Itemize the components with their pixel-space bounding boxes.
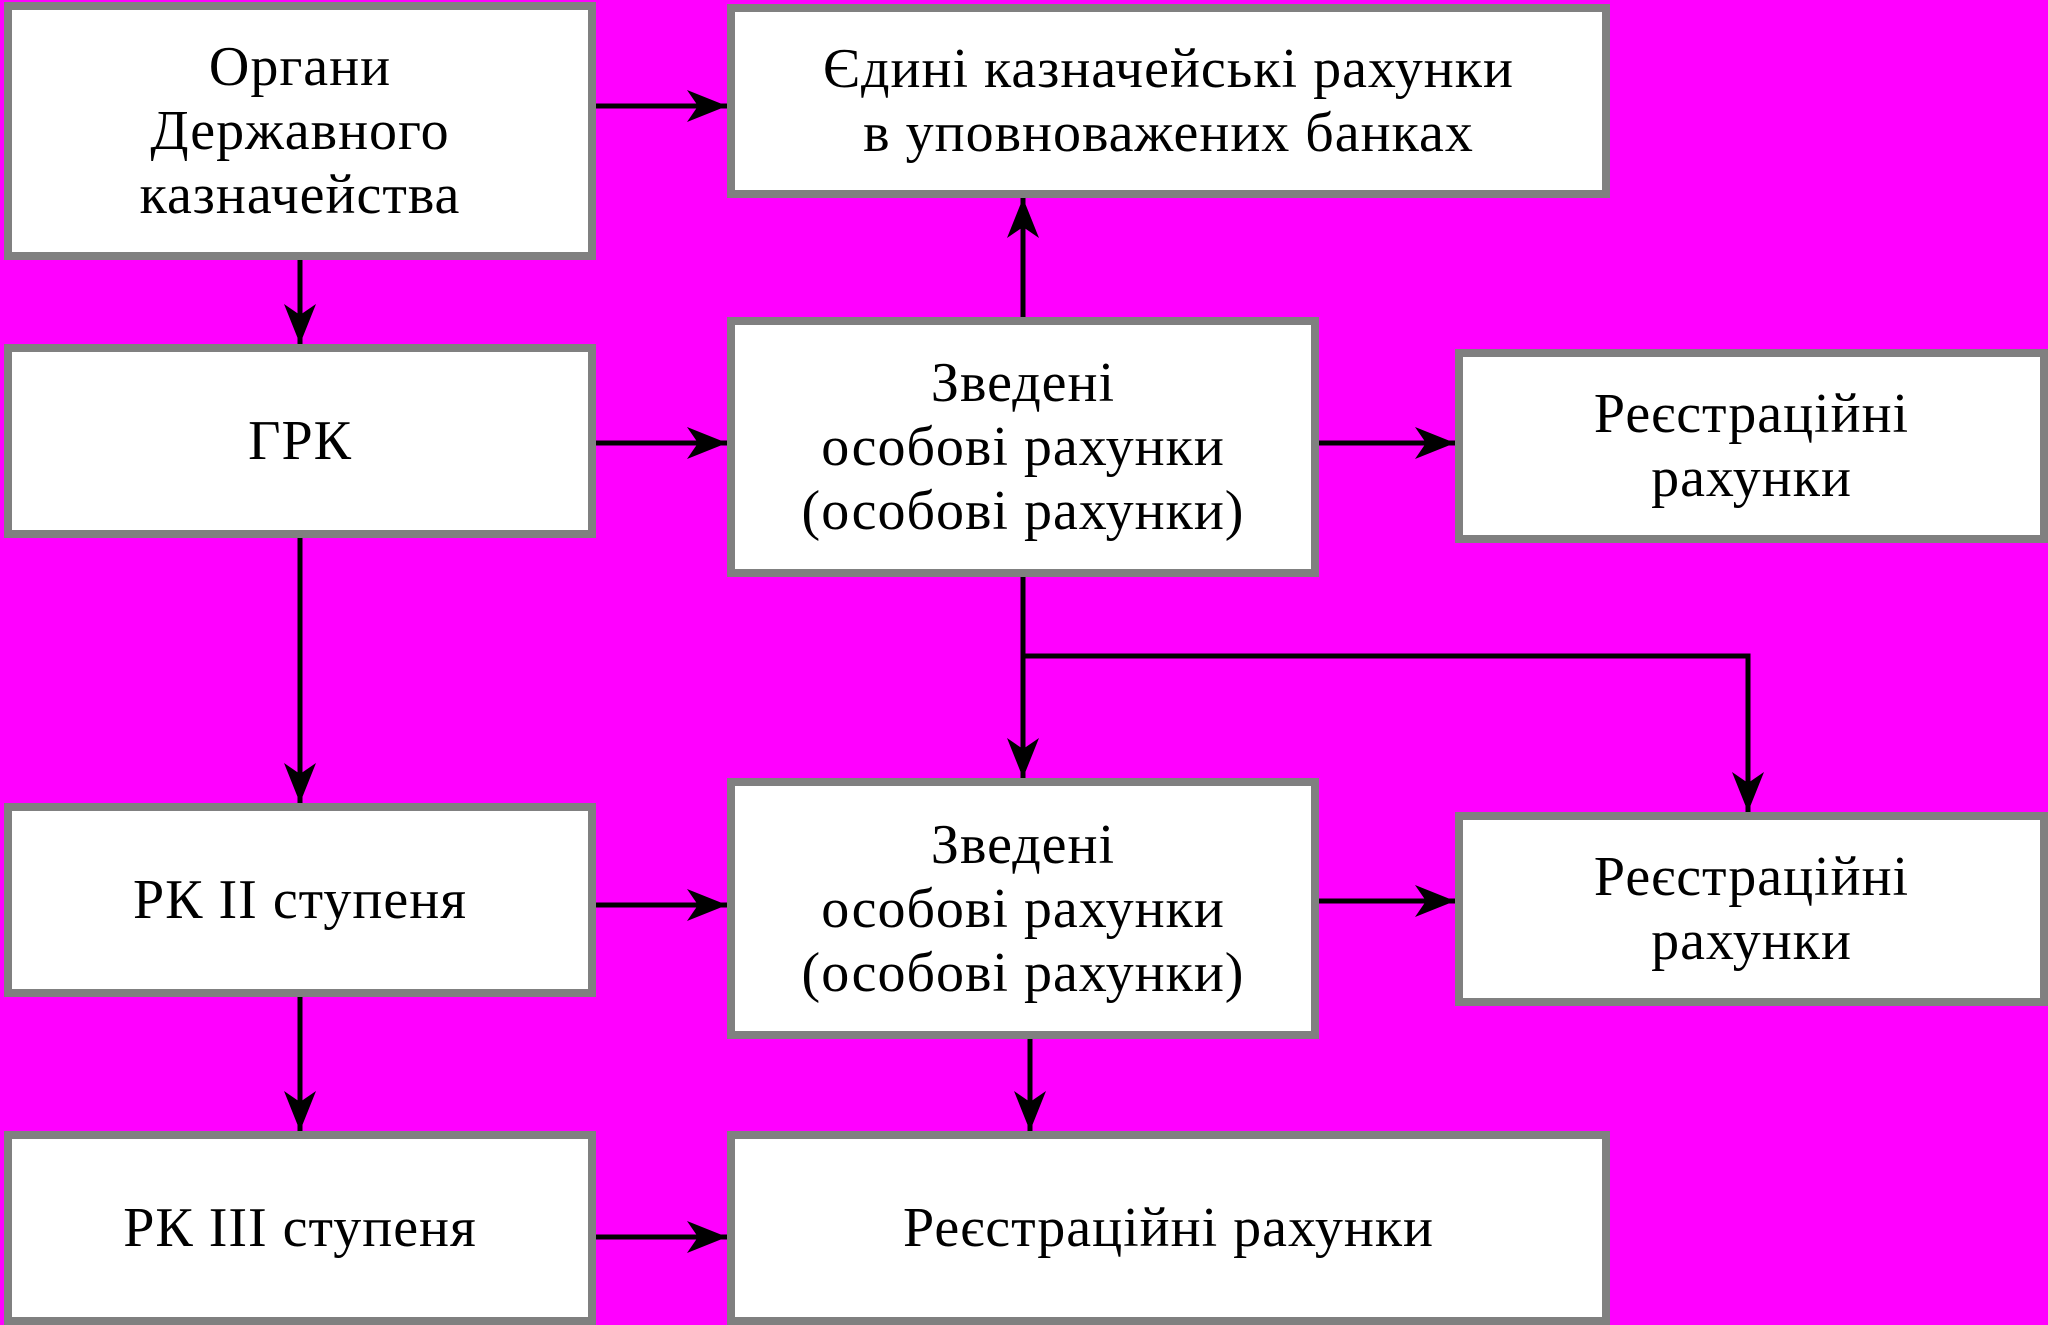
node-consolidated-personal-accounts-2: Зведені особові рахунки (особові рахунки… [727,778,1319,1039]
node-grk: ГРК [4,344,596,538]
node-rk-2nd-level: РК ІІ ступеня [4,803,596,997]
node-unified-treasury-accounts: Єдині казначейські рахунки в уповноважен… [727,4,1610,198]
node-treasury-bodies: Органи Державного казначейства [4,2,596,260]
node-rk-3rd-level: РК ІІІ ступеня [4,1131,596,1325]
node-registration-accounts-1: Реєстраційні рахунки [1455,349,2048,543]
node-registration-accounts-3: Реєстраційні рахунки [727,1131,1610,1325]
node-consolidated-personal-accounts-1: Зведені особові рахунки (особові рахунки… [727,317,1319,577]
node-registration-accounts-2: Реєстраційні рахунки [1455,812,2048,1006]
arrow-consolidated1-to-registration2 [1023,653,1764,812]
